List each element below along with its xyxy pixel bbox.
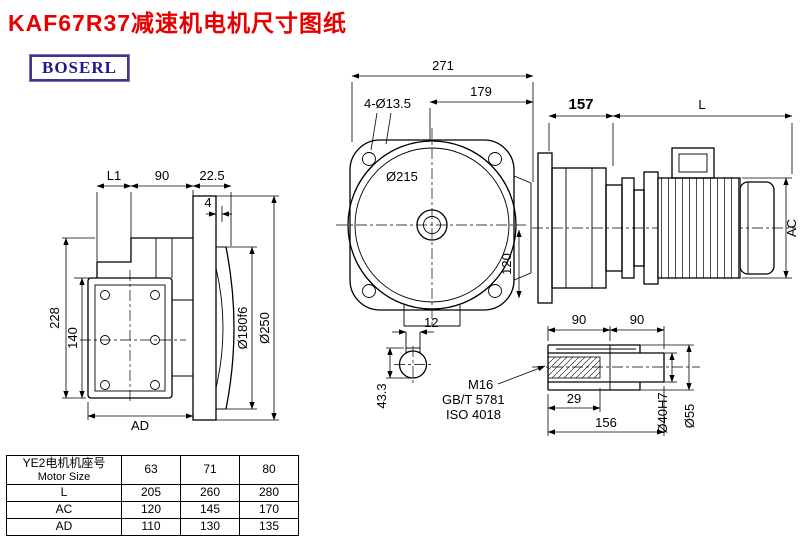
motor-side-view: 157 L AC bbox=[532, 96, 799, 304]
dim-d250: Ø250 bbox=[257, 312, 272, 344]
table-header-row: YE2电机机座号 Motor Size 63 71 80 bbox=[6, 454, 299, 486]
dim-271: 271 bbox=[432, 58, 454, 73]
dim-43-3: 43.3 bbox=[374, 383, 389, 408]
dim-228: 228 bbox=[47, 307, 62, 329]
dim-ac: AC bbox=[784, 219, 799, 237]
label-m16: M16 bbox=[468, 377, 493, 392]
dim-l: L bbox=[698, 97, 705, 112]
dim-157: 157 bbox=[568, 96, 593, 113]
table-row-AD: AD 110 130 135 bbox=[6, 518, 299, 536]
dim-90a: 90 bbox=[572, 312, 586, 327]
dim-90: 90 bbox=[155, 168, 169, 183]
frame-size-80: 80 bbox=[239, 454, 299, 486]
row-label-L: L bbox=[6, 484, 122, 503]
dim-l1: L1 bbox=[107, 168, 121, 183]
keyway-section-view: 12 43.3 bbox=[374, 315, 438, 409]
boserl-logo: BOSERL bbox=[29, 54, 130, 82]
dim-90b: 90 bbox=[630, 312, 644, 327]
table-row-L: L 205 260 280 bbox=[6, 484, 299, 503]
dim-12: 12 bbox=[424, 315, 438, 330]
value-AD-71: 130 bbox=[180, 518, 240, 536]
dim-d55: Ø55 bbox=[682, 404, 697, 429]
value-L-71: 260 bbox=[180, 484, 240, 503]
dim-156: 156 bbox=[595, 415, 617, 430]
frame-size-63: 63 bbox=[121, 454, 181, 486]
value-AC-71: 145 bbox=[180, 501, 240, 520]
dim-d40h7: Ø40H7 bbox=[655, 392, 670, 433]
dim-d180: Ø180f6 bbox=[235, 307, 250, 350]
label-gbt5781: GB/T 5781 bbox=[442, 392, 505, 407]
dim-179: 179 bbox=[470, 84, 492, 99]
header-label-cn: YE2电机机座号 bbox=[22, 456, 106, 470]
header-label-en: Motor Size bbox=[37, 470, 91, 483]
boserl-logo-text: BOSERL bbox=[42, 58, 117, 77]
dim-140: 140 bbox=[65, 327, 80, 349]
value-AC-63: 120 bbox=[121, 501, 181, 520]
frame-size-71: 71 bbox=[180, 454, 240, 486]
row-label-AD: AD bbox=[6, 518, 122, 536]
dim-29: 29 bbox=[567, 391, 581, 406]
motor-size-table: YE2电机机座号 Motor Size 63 71 80 L 205 260 2… bbox=[6, 454, 299, 536]
dim-d215: Ø215 bbox=[386, 169, 418, 184]
dim-bolt-holes: 4-Ø13.5 bbox=[364, 96, 411, 111]
dim-120: 120 bbox=[499, 253, 514, 275]
row-label-AC: AC bbox=[6, 501, 122, 520]
gearbox-side-view: L1 90 22.5 4 bbox=[47, 168, 279, 433]
value-L-63: 205 bbox=[121, 484, 181, 503]
hollow-shaft-detail: 90 90 M16 GB/T 5781 ISO 4018 29 156 Ø40H… bbox=[442, 312, 700, 436]
value-AC-80: 170 bbox=[239, 501, 299, 520]
label-iso4018: ISO 4018 bbox=[446, 407, 501, 422]
gearbox-front-view: 271 179 4-Ø13.5 Ø215 120 bbox=[336, 58, 534, 327]
value-L-80: 280 bbox=[239, 484, 299, 503]
table-row-AC: AC 120 145 170 bbox=[6, 501, 299, 520]
page-title: KAF67R37减速机电机尺寸图纸 bbox=[8, 10, 348, 36]
dim-4: 4 bbox=[204, 195, 211, 210]
header-label-cell: YE2电机机座号 Motor Size bbox=[6, 454, 122, 486]
dim-ad: AD bbox=[131, 418, 149, 433]
value-AD-63: 110 bbox=[121, 518, 181, 536]
value-AD-80: 135 bbox=[239, 518, 299, 536]
dim-22-5: 22.5 bbox=[199, 168, 224, 183]
